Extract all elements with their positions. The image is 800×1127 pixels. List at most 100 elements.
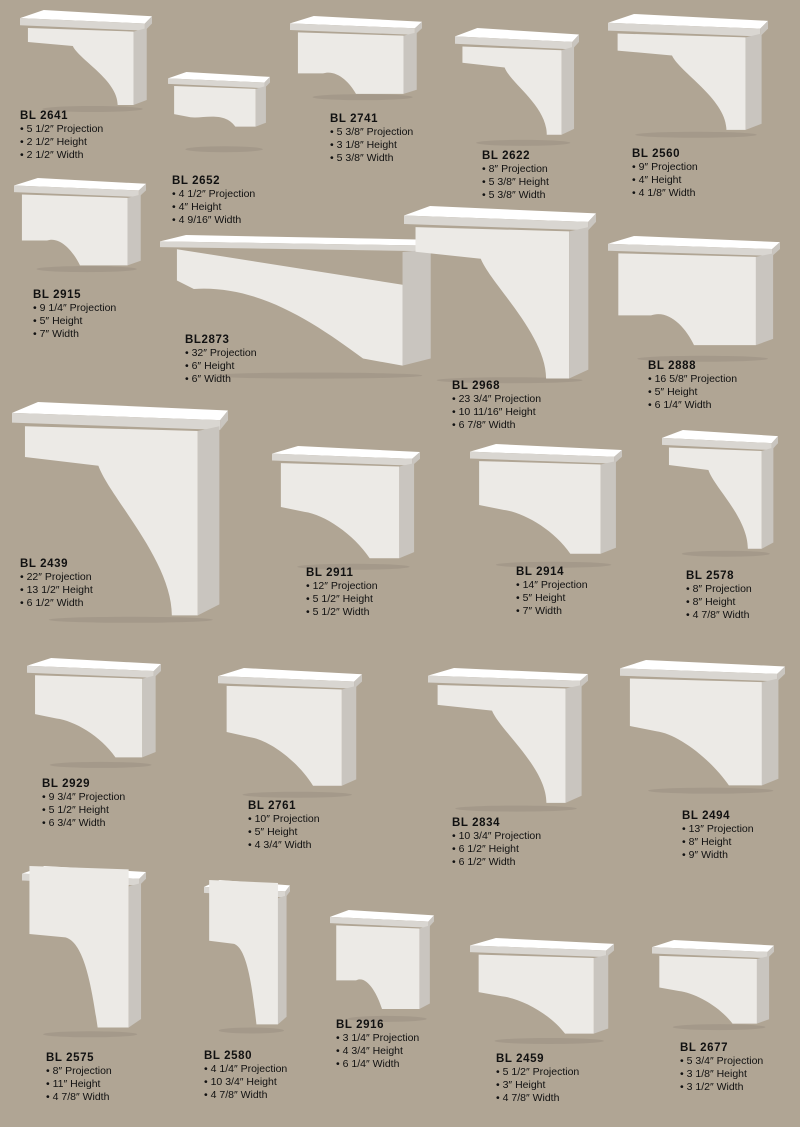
bracket-cornice-side xyxy=(220,410,228,430)
product-code: BL 2741 xyxy=(330,113,379,125)
bracket-body xyxy=(176,249,403,366)
bracket-cornice-top xyxy=(272,446,420,459)
product-label: BL 26775 3/4″ Projection3 1/8″ Height3 1… xyxy=(680,1042,763,1094)
product-label: BL 29299 3/4″ Projection5 1/2″ Height6 3… xyxy=(42,778,125,830)
product-code: BL 2560 xyxy=(632,148,681,160)
bracket-body xyxy=(24,426,198,616)
product-label: BL 26415 1/2″ Projection2 1/2″ Height2 1… xyxy=(20,110,103,162)
spec-width: 7″ Width xyxy=(33,328,116,341)
bracket-cornice-band xyxy=(160,241,435,252)
bracket-shadow xyxy=(312,94,413,101)
product-label: BL 25758″ Projection11″ Height4 7/8″ Wid… xyxy=(46,1052,112,1104)
spec-projection: 5 3/4″ Projection xyxy=(680,1055,764,1068)
product-code: BL 2677 xyxy=(680,1042,729,1054)
spec-height: 3 1/8″ Height xyxy=(680,1068,763,1081)
spec-projection: 5 1/2″ Projection xyxy=(496,1066,580,1079)
bracket-cornice-side xyxy=(772,242,780,256)
bracket-shadow xyxy=(218,1027,284,1034)
spec-height: 8″ Height xyxy=(686,596,752,609)
bracket-cornice-top xyxy=(455,28,579,42)
bracket-body xyxy=(27,28,134,105)
bracket-body xyxy=(415,227,570,379)
bracket-body xyxy=(280,463,400,559)
spec-height: 4 3/4″ Height xyxy=(336,1045,419,1058)
bracket-body xyxy=(462,46,562,135)
bracket-shadow xyxy=(681,550,770,557)
bracket-body-side xyxy=(593,954,609,1034)
bracket-cornice-band xyxy=(12,412,221,430)
bracket-shadow xyxy=(495,561,612,568)
bracket-cornice-side xyxy=(412,451,420,466)
spec-width: 2 1/2″ Width xyxy=(20,149,103,162)
spec-width: 5 1/2″ Width xyxy=(306,606,378,619)
bracket-cornice-band xyxy=(470,945,607,958)
product-code: BL 2915 xyxy=(33,289,82,301)
bracket-shadow xyxy=(347,1015,427,1022)
spec-height: 13 1/2″ Height xyxy=(20,584,93,597)
bracket-cornice-top xyxy=(20,10,152,24)
bracket-cornice-top xyxy=(652,940,774,952)
product-label: BL 29159 1/4″ Projection5″ Height7″ Widt… xyxy=(33,289,116,341)
spec-projection: 9 3/4″ Projection xyxy=(42,791,126,804)
bracket-body-side xyxy=(761,678,779,786)
spec-width: 7″ Width xyxy=(516,605,588,618)
product-label: BL 25788″ Projection8″ Height4 7/8″ Widt… xyxy=(686,570,752,622)
product-code: BL 2578 xyxy=(686,570,735,582)
bracket-cornice-top xyxy=(330,910,434,922)
bracket-shadow xyxy=(242,791,352,798)
spec-width: 9″ Width xyxy=(682,849,754,862)
spec-height: 5″ Height xyxy=(248,826,320,839)
product-label: BL 26524 1/2″ Projection4″ Height4 9/16″… xyxy=(172,175,255,227)
spec-projection: 8″ Projection xyxy=(686,583,752,596)
spec-projection: 8″ Projection xyxy=(46,1065,112,1078)
spec-width: 4 7/8″ Width xyxy=(204,1089,287,1102)
bracket-body-side xyxy=(277,895,287,1025)
product-label: BL 276110″ Projection5″ Height4 3/4″ Wid… xyxy=(248,800,320,852)
spec-width: 6″ Width xyxy=(185,373,257,386)
bracket-cornice-band xyxy=(608,22,761,37)
spec-height: 5 3/8″ Height xyxy=(482,176,549,189)
spec-height: 4″ Height xyxy=(172,201,255,214)
bracket-cornice-band xyxy=(404,215,589,231)
product-label: BL 25804 1/4″ Projection10 3/4″ Height4 … xyxy=(204,1050,287,1102)
product-label: BL 249413″ Projection8″ Height9″ Width xyxy=(682,810,754,862)
bracket-body-side xyxy=(402,249,431,366)
bracket-image xyxy=(272,446,420,570)
bracket-image xyxy=(290,16,422,101)
spec-height: 5 1/2″ Height xyxy=(306,593,378,606)
bracket-body xyxy=(479,461,601,554)
bracket-body-side xyxy=(761,447,774,549)
bracket-cornice-side xyxy=(771,436,778,451)
bracket-body-side xyxy=(561,46,575,135)
bracket-cornice-band xyxy=(428,675,581,688)
spec-width: 6 1/4″ Width xyxy=(336,1058,419,1071)
spec-height: 6″ Height xyxy=(185,360,257,373)
bracket-cornice-band xyxy=(168,78,265,89)
bracket-shadow xyxy=(207,372,423,379)
bracket-cornice-band xyxy=(330,916,429,928)
bracket-shadow xyxy=(494,1037,604,1044)
bracket-cornice-side xyxy=(760,20,768,37)
bracket-cornice-top xyxy=(662,430,778,444)
bracket-cornice-side xyxy=(264,76,270,89)
bracket-cornice-band xyxy=(27,665,154,678)
product-code: BL 2834 xyxy=(452,817,501,829)
bracket-image xyxy=(14,178,146,273)
bracket-cornice-top xyxy=(428,668,588,681)
bracket-shadow xyxy=(48,616,213,623)
product-code: BL 2575 xyxy=(46,1052,95,1064)
bracket-body xyxy=(668,447,762,549)
spec-width: 6 1/4″ Width xyxy=(648,399,737,412)
bracket-cornice-side xyxy=(777,666,785,682)
product-code: BL 2622 xyxy=(482,150,531,162)
bracket-cornice-top xyxy=(404,206,596,222)
bracket-body-side xyxy=(600,461,616,554)
spec-width: 4 1/8″ Width xyxy=(632,187,698,200)
spec-height: 2 1/2″ Height xyxy=(20,136,103,149)
bracket-body xyxy=(618,253,756,346)
bracket-cornice-top xyxy=(12,402,228,421)
spec-projection: 23 3/4″ Projection xyxy=(452,393,542,406)
spec-projection: 9″ Projection xyxy=(632,161,698,174)
spec-height: 10 11/16″ Height xyxy=(452,406,541,419)
bracket-body xyxy=(21,194,128,266)
